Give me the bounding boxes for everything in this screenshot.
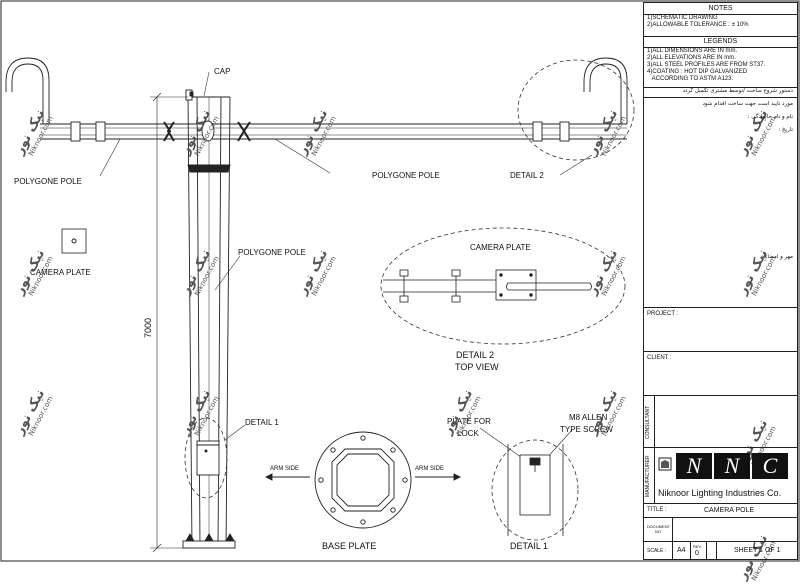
logo-letter: N xyxy=(676,453,712,479)
label-cap: CAP xyxy=(214,67,230,76)
drawing-canvas: CAP POLYGONE POLE POLYGONE POLE DETAIL 2… xyxy=(0,0,800,562)
scale-row: SCALE : A4 REV 0 SHEET 1 OF 1 xyxy=(644,542,797,559)
farsi-line: دستور شروع ساخت /توسط مشتری تکمیل گردد xyxy=(682,88,793,94)
label-arm-side-left: ARM SIDE xyxy=(270,466,299,472)
label-detail1-title: DETAIL 1 xyxy=(510,541,548,551)
document-row: DOCUMENT NO xyxy=(644,518,797,542)
company-logo: N N C xyxy=(654,451,796,481)
base-plate xyxy=(264,431,462,529)
client-label: CLIENT : xyxy=(647,355,672,361)
title-value: CAMERA POLE xyxy=(704,507,755,514)
label-plate-for-lock-2: LOCK xyxy=(457,429,479,438)
note-line: 1)SCHEMATIC DRAWING xyxy=(647,15,718,21)
camera-plate-hole xyxy=(71,238,77,244)
logo-letter: N xyxy=(714,453,750,479)
label-m8-1: M8 ALLEN xyxy=(569,413,607,422)
label-arm-side-right: ARM SIDE xyxy=(415,466,444,472)
nnc-logo: N N C xyxy=(676,453,788,479)
consultant-section: CONSULTANT xyxy=(644,396,797,448)
farsi-line: نام و نام خانوادگی : xyxy=(747,114,793,120)
farsi-line: مورد تایید است جهت ساخت اقدام شود xyxy=(702,101,793,107)
detail2-top-view xyxy=(380,227,626,345)
detail2-callout-circle xyxy=(517,59,635,161)
client-section: CLIENT : xyxy=(644,352,797,396)
label-plate-for-lock-1: PLATE FOR xyxy=(447,417,491,426)
label-polygone-pole-left: POLYGONE POLE xyxy=(14,177,82,186)
rev-label: REV xyxy=(693,544,702,549)
label-polygone-pole-main: POLYGONE POLE xyxy=(238,248,306,257)
notes-section: 1)SCHEMATIC DRAWING 2)ALLOWABLE TOLERANC… xyxy=(644,15,797,37)
title-block: NOTES 1)SCHEMATIC DRAWING 2)ALLOWABLE TO… xyxy=(643,2,798,560)
horizontal-arm xyxy=(5,57,628,142)
label-camera-plate-left: CAMERA PLATE xyxy=(30,268,91,277)
rev-value: 0 xyxy=(695,550,699,557)
label-m8-2: TYPE SCREW xyxy=(560,425,613,434)
main-pole xyxy=(182,89,236,549)
label-detail2-ref: DETAIL 2 xyxy=(510,171,544,180)
label-height: 7000 xyxy=(143,318,153,338)
detail1-enlarged xyxy=(491,439,579,541)
height-dimension xyxy=(150,92,188,553)
legend-line: 3)ALL STEEL PROFILES ARE FROM ST37. xyxy=(647,62,766,68)
legends-header: LEGENDS xyxy=(644,37,797,48)
legends-section: 1)ALL DIMENSIONS ARE IN mm. 2)ALL ELEVAT… xyxy=(644,48,797,88)
notes-header: NOTES xyxy=(644,3,797,15)
label-polygone-pole-arm: POLYGONE POLE xyxy=(372,171,440,180)
legend-line: 1)ALL DIMENSIONS ARE IN mm. xyxy=(647,48,738,54)
legend-line: 2)ALL ELEVATIONS ARE IN mm. xyxy=(647,55,736,61)
project-section: PROJECT : xyxy=(644,308,797,352)
approval-section: مورد تایید است جهت ساخت اقدام شود نام و … xyxy=(644,98,797,308)
company-name: Niknoor Lighting Industries Co. xyxy=(658,488,782,498)
sheet-label: SHEET 1 OF 1 xyxy=(734,547,781,554)
farsi-line: مهر و امضاء : xyxy=(761,254,793,260)
label-detail2-title: DETAIL 2 xyxy=(456,350,494,360)
leader-lines xyxy=(99,71,593,461)
camera-plate-small xyxy=(61,228,87,254)
label-detail1-ref: DETAIL 1 xyxy=(245,418,279,427)
label-camera-plate-detail: CAMERA PLATE xyxy=(470,243,531,252)
document-no-label: DOCUMENT NO xyxy=(647,524,671,534)
label-base-plate: BASE PLATE xyxy=(322,541,376,551)
manufacturer-label: MANUFACTURER xyxy=(645,455,651,497)
crest-icon xyxy=(658,457,672,471)
logo-letter: C xyxy=(752,453,788,479)
detail1-callout-circle xyxy=(184,417,228,499)
legend-line: 4)COATING : HOT DIP GALVANIZED xyxy=(647,69,748,75)
consultant-label: CONSULTANT xyxy=(645,405,651,439)
manufacturer-section: MANUFACTURER N N C Niknoor Lighting Indu… xyxy=(644,448,797,504)
legend-line: ACCORDING TO ASTM A123. xyxy=(647,76,734,82)
drawing-labels: CAP POLYGONE POLE POLYGONE POLE DETAIL 2… xyxy=(14,67,613,551)
project-label: PROJECT : xyxy=(647,311,679,317)
sheet-border xyxy=(0,0,800,562)
label-detail2-sub: TOP VIEW xyxy=(455,362,499,372)
paper-size: A4 xyxy=(677,547,686,554)
scale-label: SCALE : xyxy=(647,548,667,554)
title-row: TITLE : CAMERA POLE xyxy=(644,504,797,518)
note-line: 2)ALLOWABLE TOLERANCE : ± 10% xyxy=(647,22,749,28)
farsi-line: تاریخ : xyxy=(778,127,793,133)
title-label: TITLE : xyxy=(647,507,667,513)
farsi-header: دستور شروع ساخت /توسط مشتری تکمیل گردد xyxy=(644,88,797,98)
drawing-sheet: CAP POLYGONE POLE POLYGONE POLE DETAIL 2… xyxy=(0,0,800,562)
